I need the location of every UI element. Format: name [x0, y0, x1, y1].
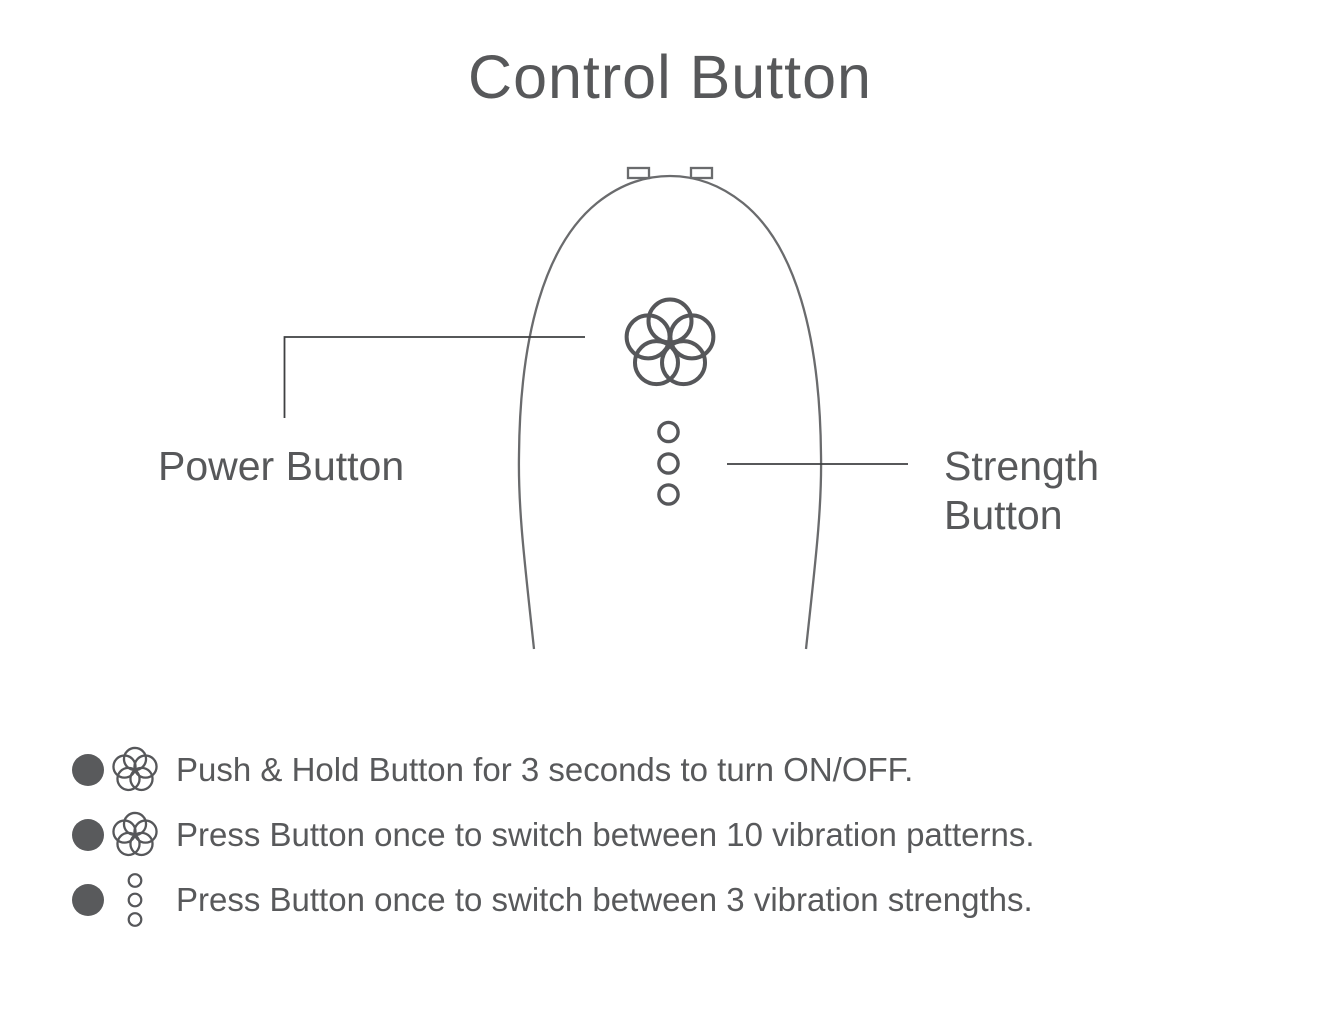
page-title: Control Button [468, 43, 872, 111]
instruction-list: Push & Hold Button for 3 seconds to turn… [72, 737, 1034, 932]
instruction-text: Press Button once to switch between 10 v… [176, 815, 1035, 853]
list-item: Push & Hold Button for 3 seconds to turn… [72, 737, 1034, 802]
three-dots-icon [657, 420, 680, 506]
strength-button-label: Strength Button [944, 442, 1099, 540]
strength-label-line2: Button [944, 492, 1063, 538]
flower-button-icon [110, 811, 160, 859]
list-item: Press Button once to switch between 3 vi… [72, 867, 1034, 932]
bullet-dot-icon [72, 883, 104, 916]
instruction-text: Push & Hold Button for 3 seconds to turn… [176, 750, 914, 788]
bullet-dot-icon [72, 753, 104, 786]
list-item: Press Button once to switch between 10 v… [72, 802, 1034, 867]
flower-button-icon [110, 746, 160, 794]
device-top-tab-right-icon [689, 166, 714, 180]
power-connector-line [283, 336, 585, 418]
instruction-text: Press Button once to switch between 3 vi… [176, 880, 1033, 918]
device-top-tab-left-icon [626, 166, 651, 180]
bullet-dot-icon [72, 818, 104, 851]
device-outline [517, 174, 823, 650]
flower-button-icon [624, 297, 716, 387]
strength-label-line1: Strength [944, 443, 1099, 489]
three-dots-icon [110, 872, 160, 927]
power-button-label: Power Button [158, 443, 405, 489]
